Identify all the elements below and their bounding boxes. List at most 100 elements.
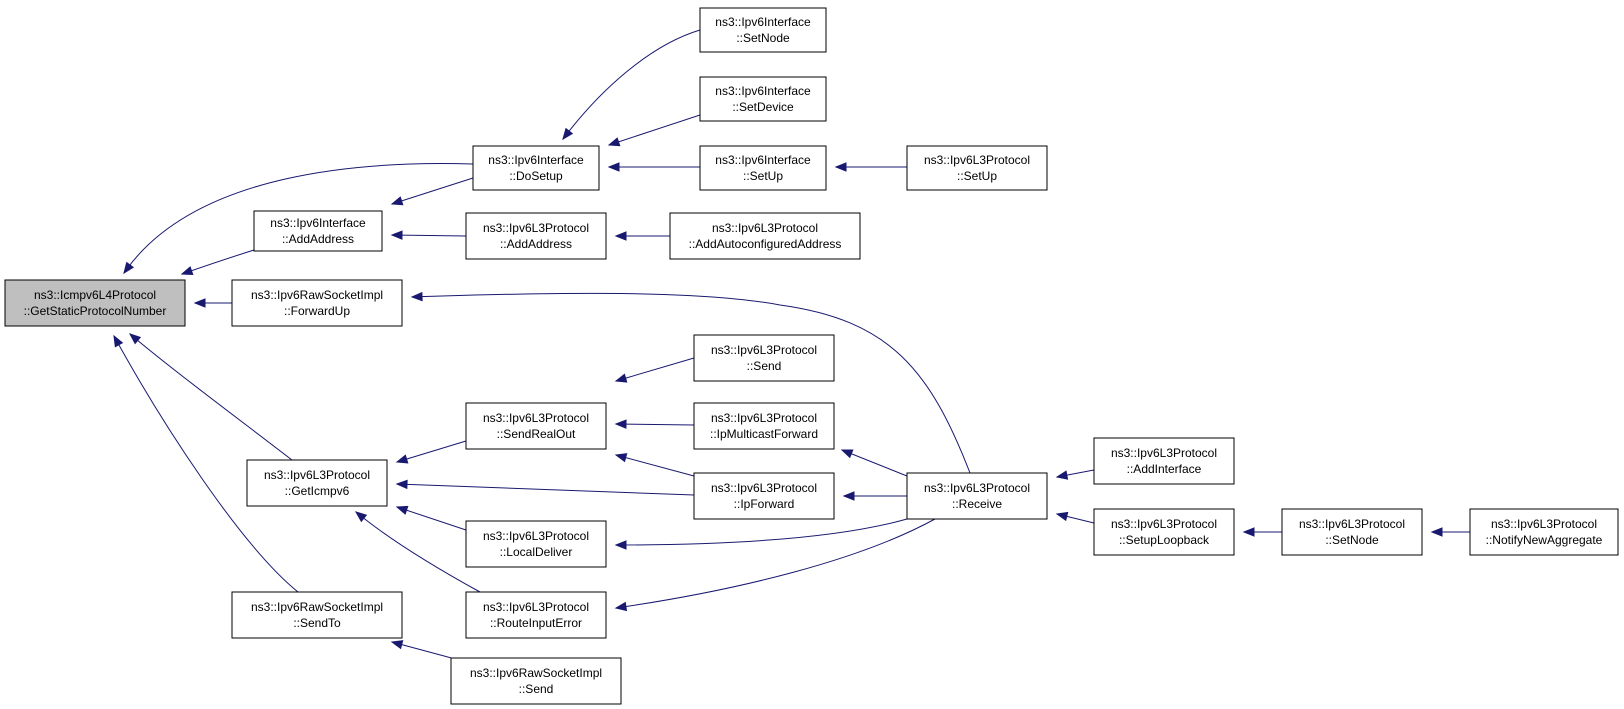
node-method-label: ::AddAddress <box>500 237 572 251</box>
node-method-label: ::IpForward <box>734 497 795 511</box>
edge-l3_setnode-to-l3_setuploopback <box>1242 527 1282 537</box>
node-if-addaddress[interactable]: ns3::Ipv6Interface::AddAddress <box>253 210 383 252</box>
node-l3-ipforward[interactable]: ns3::Ipv6L3Protocol::IpForward <box>693 472 835 520</box>
edge-l3_send-to-l3_sendrealout <box>614 357 695 383</box>
node-if-dosetup[interactable]: ns3::Ipv6Interface::DoSetup <box>472 145 600 191</box>
edge-l3_geticmpv6-to-root <box>128 333 293 461</box>
node-box <box>1281 508 1423 556</box>
node-l3-notifynewaggregate[interactable]: ns3::Ipv6L3Protocol::NotifyNewAggregate <box>1469 508 1619 556</box>
edge-line <box>615 518 908 546</box>
node-l3-sendrealout[interactable]: ns3::Ipv6L3Protocol::SendRealOut <box>465 402 607 450</box>
edge-line <box>391 177 474 205</box>
edge-if_setdevice-to-if_dosetup <box>607 114 701 147</box>
node-l3-ipmulticastforward[interactable]: ns3::Ipv6L3Protocol::IpMulticastForward <box>693 402 835 450</box>
node-l3-setup[interactable]: ns3::Ipv6L3Protocol::SetUp <box>906 145 1048 191</box>
edge-line <box>608 114 701 146</box>
node-box <box>472 145 600 191</box>
node-box <box>465 212 607 260</box>
node-class-label: ns3::Ipv6L3Protocol <box>712 221 818 235</box>
edge-line <box>841 449 908 477</box>
node-method-label: ::SetNode <box>1325 533 1379 547</box>
node-box <box>4 279 186 327</box>
node-box <box>253 210 383 252</box>
node-class-label: ns3::Ipv6L3Protocol <box>924 481 1030 495</box>
node-l3-setnode[interactable]: ns3::Ipv6L3Protocol::SetNode <box>1281 508 1423 556</box>
node-l3-send[interactable]: ns3::Ipv6L3Protocol::Send <box>693 334 835 382</box>
edge-l3_localdeliver-to-l3_geticmpv6 <box>395 505 467 531</box>
node-if-setnode[interactable]: ns3::Ipv6Interface::SetNode <box>699 7 827 53</box>
node-class-label: ns3::Ipv6L3Protocol <box>711 343 817 357</box>
node-method-label: ::SetDevice <box>732 100 794 114</box>
node-class-label: ns3::Ipv6L3Protocol <box>711 411 817 425</box>
node-method-label: ::Receive <box>952 497 1002 511</box>
edge-arrowhead <box>1242 527 1255 537</box>
node-class-label: ns3::Ipv6L3Protocol <box>264 468 370 482</box>
edge-arrowhead <box>562 127 574 141</box>
node-box <box>693 402 835 450</box>
node-box <box>699 7 827 53</box>
edge-line <box>615 357 695 382</box>
edges-layer <box>113 29 1470 661</box>
edge-if_addaddress-to-root <box>180 249 255 276</box>
node-class-label: ns3::Ipv6Interface <box>270 216 366 230</box>
node-box <box>699 145 827 191</box>
edge-line <box>615 518 936 609</box>
node-l3-setuploopback[interactable]: ns3::Ipv6L3Protocol::SetupLoopback <box>1093 508 1235 556</box>
edge-arrowhead <box>395 479 408 490</box>
node-box <box>1093 508 1235 556</box>
edge-arrowhead <box>180 266 194 276</box>
node-l3-routeinputerror[interactable]: ns3::Ipv6L3Protocol::RouteInputError <box>465 591 607 639</box>
node-l3-receive[interactable]: ns3::Ipv6L3Protocol::Receive <box>906 472 1048 520</box>
edge-arrowhead <box>614 373 628 383</box>
node-box <box>906 145 1048 191</box>
node-root[interactable]: ns3::Icmpv6L4Protocol::GetStaticProtocol… <box>4 279 186 327</box>
edge-line <box>129 333 293 461</box>
node-raw-sendto[interactable]: ns3::Ipv6RawSocketImpl::SendTo <box>231 591 403 639</box>
edge-arrowhead <box>834 162 847 172</box>
node-box <box>450 657 622 705</box>
edge-l3_addaddress-to-if_addaddress <box>390 230 467 240</box>
edge-l3_setup-to-if_setup <box>834 162 907 172</box>
node-method-label: ::NotifyNewAggregate <box>1486 533 1603 547</box>
node-raw-send[interactable]: ns3::Ipv6RawSocketImpl::Send <box>450 657 622 705</box>
edge-line <box>181 249 255 275</box>
edge-raw_send-to-raw_sendto <box>390 640 460 661</box>
node-class-label: ns3::Ipv6L3Protocol <box>1111 517 1217 531</box>
edge-l3_addautoconf-to-l3_addaddress <box>614 231 670 241</box>
edge-l3_ipforward-to-l3_geticmpv6 <box>395 479 695 496</box>
node-l3-localdeliver[interactable]: ns3::Ipv6L3Protocol::LocalDeliver <box>465 520 607 568</box>
nodes-layer: ns3::Icmpv6L4Protocol::GetStaticProtocol… <box>4 7 1619 705</box>
edge-line <box>615 454 695 477</box>
edge-arrowhead <box>354 511 368 523</box>
node-l3-addaddress[interactable]: ns3::Ipv6L3Protocol::AddAddress <box>465 212 607 260</box>
node-method-label: ::SendTo <box>293 616 341 630</box>
edge-l3_setuploopback-to-l3_receive <box>1055 511 1095 524</box>
node-if-setdevice[interactable]: ns3::Ipv6Interface::SetDevice <box>699 76 827 122</box>
node-box <box>669 212 861 260</box>
node-method-label: ::AddAutoconfiguredAddress <box>689 237 842 251</box>
node-method-label: ::SetupLoopback <box>1119 533 1210 547</box>
node-box <box>906 472 1048 520</box>
edge-l3_ipmulticastforward-to-l3_sendrealout <box>614 419 695 429</box>
node-if-setup[interactable]: ns3::Ipv6Interface::SetUp <box>699 145 827 191</box>
node-class-label: ns3::Ipv6Interface <box>715 15 811 29</box>
node-l3-addinterface[interactable]: ns3::Ipv6L3Protocol::AddInterface <box>1093 437 1235 485</box>
edge-raw_sendto-to-root <box>113 334 299 593</box>
node-method-label: ::Send <box>519 682 554 696</box>
edge-arrowhead <box>614 540 627 550</box>
node-class-label: ns3::Ipv6L3Protocol <box>483 600 589 614</box>
edge-arrowhead <box>410 291 423 302</box>
node-method-label: ::DoSetup <box>509 169 563 183</box>
node-class-label: ns3::Ipv6L3Protocol <box>1111 446 1217 460</box>
node-l3-geticmpv6[interactable]: ns3::Ipv6L3Protocol::GetIcmpv6 <box>246 459 388 507</box>
node-box <box>693 472 835 520</box>
node-box <box>699 76 827 122</box>
node-method-label: ::AddInterface <box>1127 462 1202 476</box>
node-class-label: ns3::Ipv6L3Protocol <box>711 481 817 495</box>
node-raw-forwardup[interactable]: ns3::Ipv6RawSocketImpl::ForwardUp <box>231 279 403 327</box>
node-class-label: ns3::Ipv6Interface <box>715 84 811 98</box>
edge-l3_receive-to-raw_forwardup <box>410 291 971 474</box>
edge-l3_sendrealout-to-l3_geticmpv6 <box>395 440 467 464</box>
node-l3-addautoconf[interactable]: ns3::Ipv6L3Protocol::AddAutoconfiguredAd… <box>669 212 861 260</box>
node-class-label: ns3::Icmpv6L4Protocol <box>34 288 156 302</box>
